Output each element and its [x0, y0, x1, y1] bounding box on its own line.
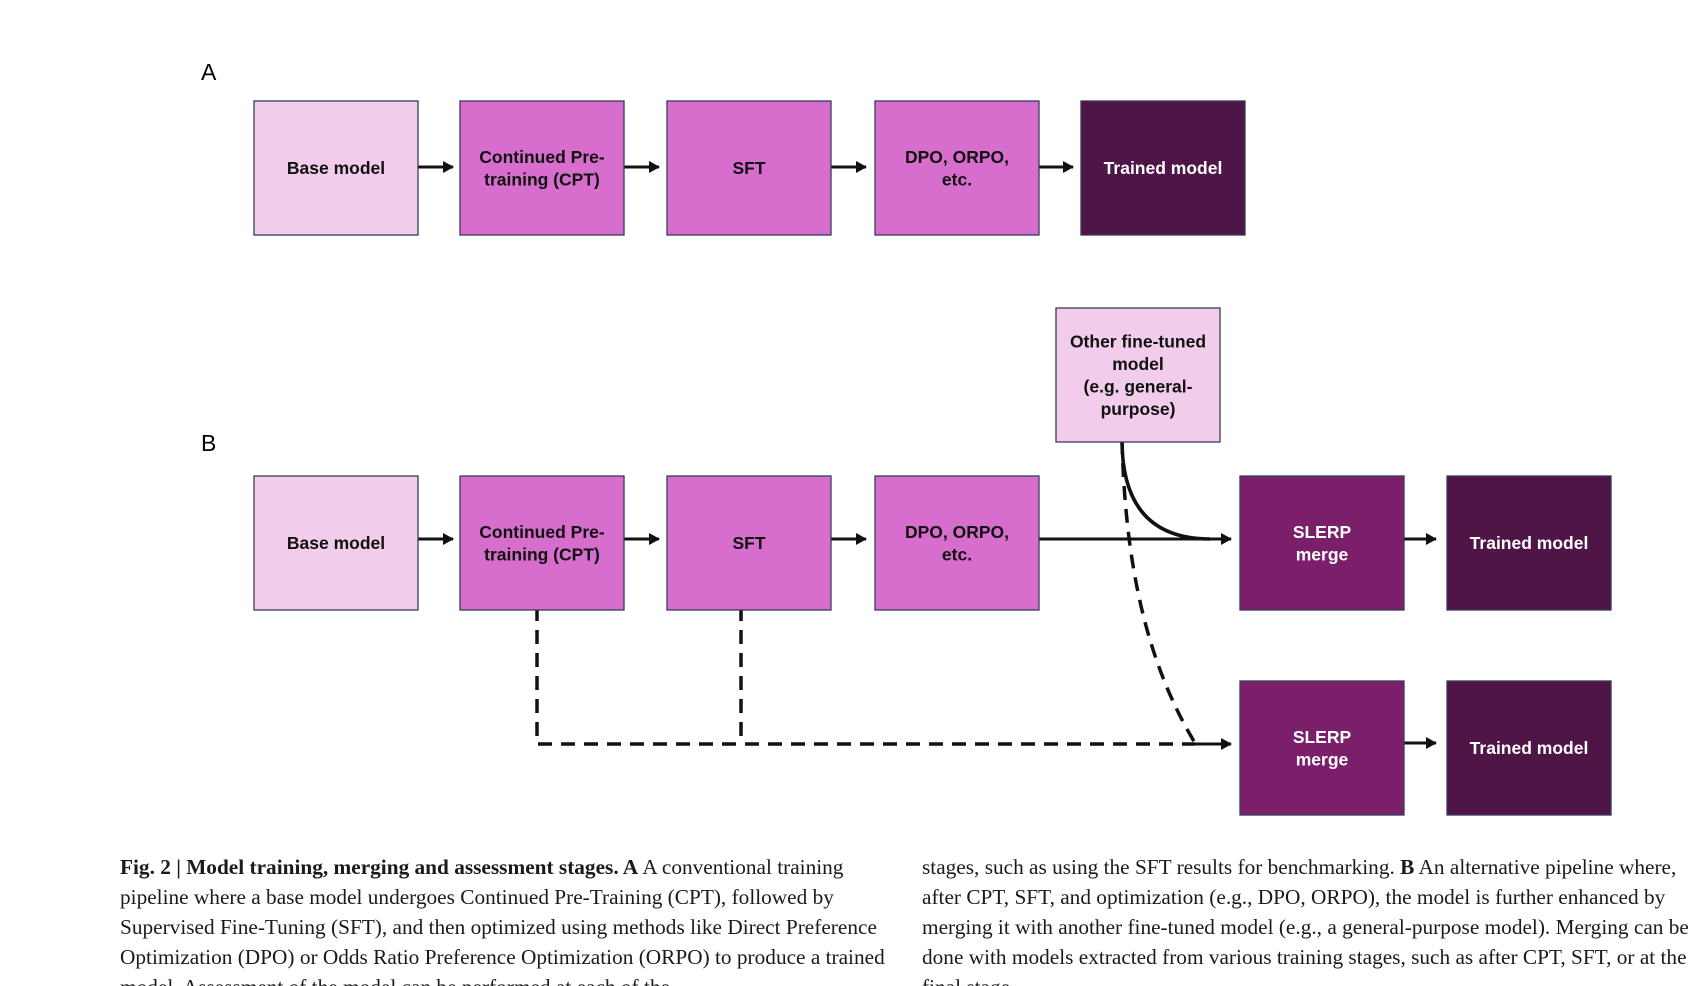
- dashed-other-to-slerp2: [1120, 439, 1197, 744]
- node-label-line: DPO, ORPO,: [905, 522, 1009, 542]
- node-b-cpt: Continued Pre-training (CPT): [459, 475, 625, 611]
- node-box: [1239, 475, 1405, 611]
- node-box: [1055, 307, 1221, 443]
- node-b-base: Base model: [253, 475, 419, 611]
- node-label-line: merge: [1296, 749, 1349, 769]
- caption-panel-b-marker: B: [1400, 855, 1415, 879]
- node-label-line: Trained model: [1470, 738, 1589, 758]
- node-label-line: purpose): [1101, 399, 1176, 419]
- caption-right-text-2: An alternative pipeline where, after CPT…: [922, 855, 1689, 986]
- caption-left-text: A conventional training pipeline where a…: [120, 855, 885, 986]
- node-label-line: Other fine-tuned: [1070, 331, 1206, 351]
- node-b-trained1: Trained model: [1446, 475, 1612, 611]
- node-a-sft: SFT: [666, 100, 832, 236]
- node-box: [874, 475, 1040, 611]
- figure-caption-right: stages, such as using the SFT results fo…: [922, 852, 1692, 986]
- caption-title: Fig. 2 | Model training, merging and ass…: [120, 855, 639, 879]
- curve-other-to-slerp: [1120, 439, 1211, 541]
- node-b-other: Other fine-tuned model(e.g. general-purpo…: [1055, 307, 1221, 443]
- node-box: [1239, 680, 1405, 816]
- node-label-line: SFT: [732, 533, 765, 553]
- node-box: [1446, 680, 1612, 816]
- node-box: [874, 100, 1040, 236]
- node-box: [459, 475, 625, 611]
- node-label-line: (e.g. general-: [1084, 376, 1193, 396]
- node-box: [459, 100, 625, 236]
- node-label-line: merge: [1296, 544, 1349, 564]
- caption-right-text-1: stages, such as using the SFT results fo…: [922, 855, 1401, 879]
- node-a-base: Base model: [253, 100, 419, 236]
- node-box: [666, 100, 832, 236]
- node-a-cpt: Continued Pre-training (CPT): [459, 100, 625, 236]
- node-box: [253, 475, 419, 611]
- node-label-line: Base model: [287, 158, 385, 178]
- node-b-sft: SFT: [666, 475, 832, 611]
- node-a-dpo: DPO, ORPO,etc.: [874, 100, 1040, 236]
- node-label-line: etc.: [942, 169, 972, 189]
- node-label-line: DPO, ORPO,: [905, 147, 1009, 167]
- connector-layer: [415, 161, 1437, 750]
- node-box: [1080, 100, 1246, 236]
- figure-caption-left: Fig. 2 | Model training, merging and ass…: [120, 852, 892, 986]
- node-label-line: Trained model: [1104, 158, 1223, 178]
- panel-b-label: B: [201, 430, 216, 456]
- node-b-dpo: DPO, ORPO,etc.: [874, 475, 1040, 611]
- panel-a-label: A: [201, 59, 217, 85]
- node-label-line: etc.: [942, 544, 972, 564]
- node-label-line: model: [1112, 354, 1164, 374]
- node-label-line: SFT: [732, 158, 765, 178]
- node-a-trained: Trained model: [1080, 100, 1246, 236]
- node-box: [253, 100, 419, 236]
- node-label-line: Continued Pre-: [479, 522, 605, 542]
- node-label-line: training (CPT): [484, 544, 600, 564]
- node-b-trained2: Trained model: [1446, 680, 1612, 816]
- node-label-line: training (CPT): [484, 169, 600, 189]
- node-box: [1446, 475, 1612, 611]
- node-label-line: Continued Pre-: [479, 147, 605, 167]
- node-label-line: SLERP: [1293, 522, 1352, 542]
- dashed-cpt-to-slerp2: [535, 607, 1195, 746]
- node-label-line: SLERP: [1293, 727, 1352, 747]
- node-label-line: Base model: [287, 533, 385, 553]
- node-label-line: Trained model: [1470, 533, 1589, 553]
- node-box: [666, 475, 832, 611]
